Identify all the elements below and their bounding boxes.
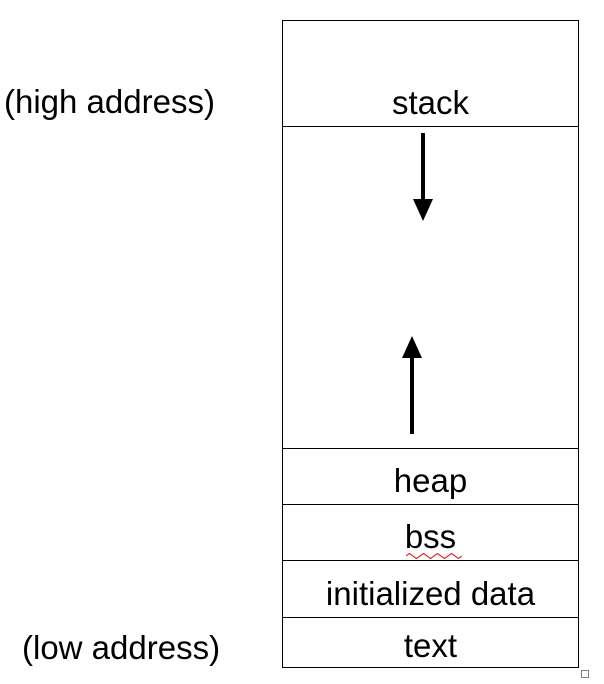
high-address-label: (high address) <box>4 83 215 120</box>
initialized-data-segment: initialized data <box>283 561 578 618</box>
stack-label: stack <box>391 84 470 121</box>
heap-growth-arrow-up-icon <box>402 336 422 434</box>
stack-segment: stack <box>283 21 578 127</box>
free-space-segment <box>283 127 578 449</box>
text-label: text <box>403 627 458 664</box>
bss-segment: bss <box>283 505 578 561</box>
heap-segment: heap <box>283 449 578 505</box>
low-address-label: (low address) <box>22 629 221 666</box>
spellcheck-squiggle <box>406 553 462 559</box>
bss-label: bss <box>404 518 457 555</box>
initialized-data-label: initialized data <box>325 575 536 612</box>
memory-layout-column: stack heap bss initialized data text <box>282 20 579 668</box>
resize-handle[interactable] <box>581 670 589 678</box>
heap-label: heap <box>393 462 468 499</box>
text-segment: text <box>283 618 578 669</box>
stack-growth-arrow-down-icon <box>413 133 433 221</box>
